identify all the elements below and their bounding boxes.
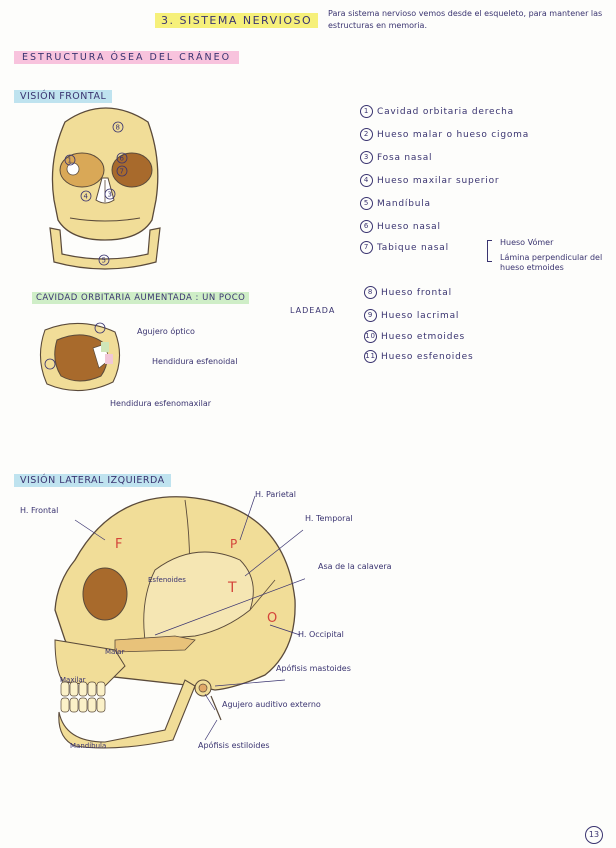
orbit-illustration bbox=[39, 322, 121, 392]
svg-text:5: 5 bbox=[102, 257, 106, 265]
label-sphenomaxillary-fissure: Hendidura esfenomaxilar bbox=[110, 399, 212, 408]
orbit-view-title: CAVIDAD ORBITARIA AUMENTADA : UN POCO bbox=[32, 292, 250, 304]
lateral-view-title: VISIÓN LATERAL IZQUIERDA bbox=[14, 474, 171, 487]
label-mandible: Mandíbula bbox=[70, 742, 106, 750]
frontal-skull-illustration: 8 6 7 1 4 3 5 bbox=[49, 107, 161, 270]
lateral-mandible-shape bbox=[58, 679, 196, 749]
section-title: ESTRUCTURA ÓSEA DEL CRÁNEO bbox=[14, 51, 240, 64]
page-number: 13 bbox=[585, 826, 603, 844]
frontal-cranium-shape bbox=[51, 107, 159, 241]
mandible-shape bbox=[49, 227, 161, 270]
letter-o: O bbox=[267, 611, 277, 626]
letter-t: T bbox=[227, 580, 237, 596]
label-external-auditory-meatus: Agujero auditivo externo bbox=[222, 700, 321, 709]
septum-part-etmoides: Lámina perpendicular del hueso etmoides bbox=[500, 253, 603, 272]
label-styloid-process: Apófisis estiloides bbox=[198, 741, 270, 750]
frontal-view-title: VISIÓN FRONTAL bbox=[14, 90, 113, 103]
svg-text:6: 6 bbox=[120, 155, 125, 163]
svg-text:7: 7 bbox=[120, 168, 124, 176]
letter-p: P bbox=[230, 537, 237, 551]
left-orbit bbox=[111, 152, 153, 188]
label-temporal-bone: H. Temporal bbox=[305, 514, 353, 523]
svg-text:4: 4 bbox=[84, 193, 89, 201]
svg-text:1: 1 bbox=[68, 157, 72, 165]
label-malar: Malar bbox=[105, 648, 125, 656]
marker-8: 8 bbox=[116, 124, 120, 132]
label-occipital-bone: H. Occipital bbox=[298, 630, 344, 639]
septum-part-vomer: Hueso Vómer bbox=[500, 238, 554, 247]
label-mastoid-process: Apófisis mastoides bbox=[276, 664, 351, 673]
letter-f: F bbox=[115, 537, 122, 552]
svg-text:3: 3 bbox=[108, 191, 112, 199]
intro-text: Para sistema nervioso vemos desde el esq… bbox=[328, 9, 603, 30]
chapter-title: 3. SISTEMA NERVIOSO bbox=[155, 13, 319, 28]
septum-bracket bbox=[487, 240, 492, 262]
lateral-orbit bbox=[82, 567, 128, 621]
label-sphenoidal-fissure: Hendidura esfenoidal bbox=[152, 357, 238, 366]
label-sphenoid: Esfenoides bbox=[148, 576, 186, 584]
right-orbit bbox=[59, 152, 105, 188]
label-parietal-bone: H. Parietal bbox=[255, 490, 297, 499]
label-zygomatic-arch: Asa de la calavera bbox=[318, 562, 392, 571]
label-maxilar: Maxilar bbox=[60, 676, 86, 684]
lateral-skull-illustration: F P T O Esfenoides Malar Maxilar Mandíbu… bbox=[54, 495, 305, 750]
label-frontal-bone: H. Frontal bbox=[20, 506, 59, 515]
label-optic-foramen: Agujero óptico bbox=[137, 327, 195, 336]
orbit-view-title-cont: LADEADA bbox=[290, 306, 336, 315]
